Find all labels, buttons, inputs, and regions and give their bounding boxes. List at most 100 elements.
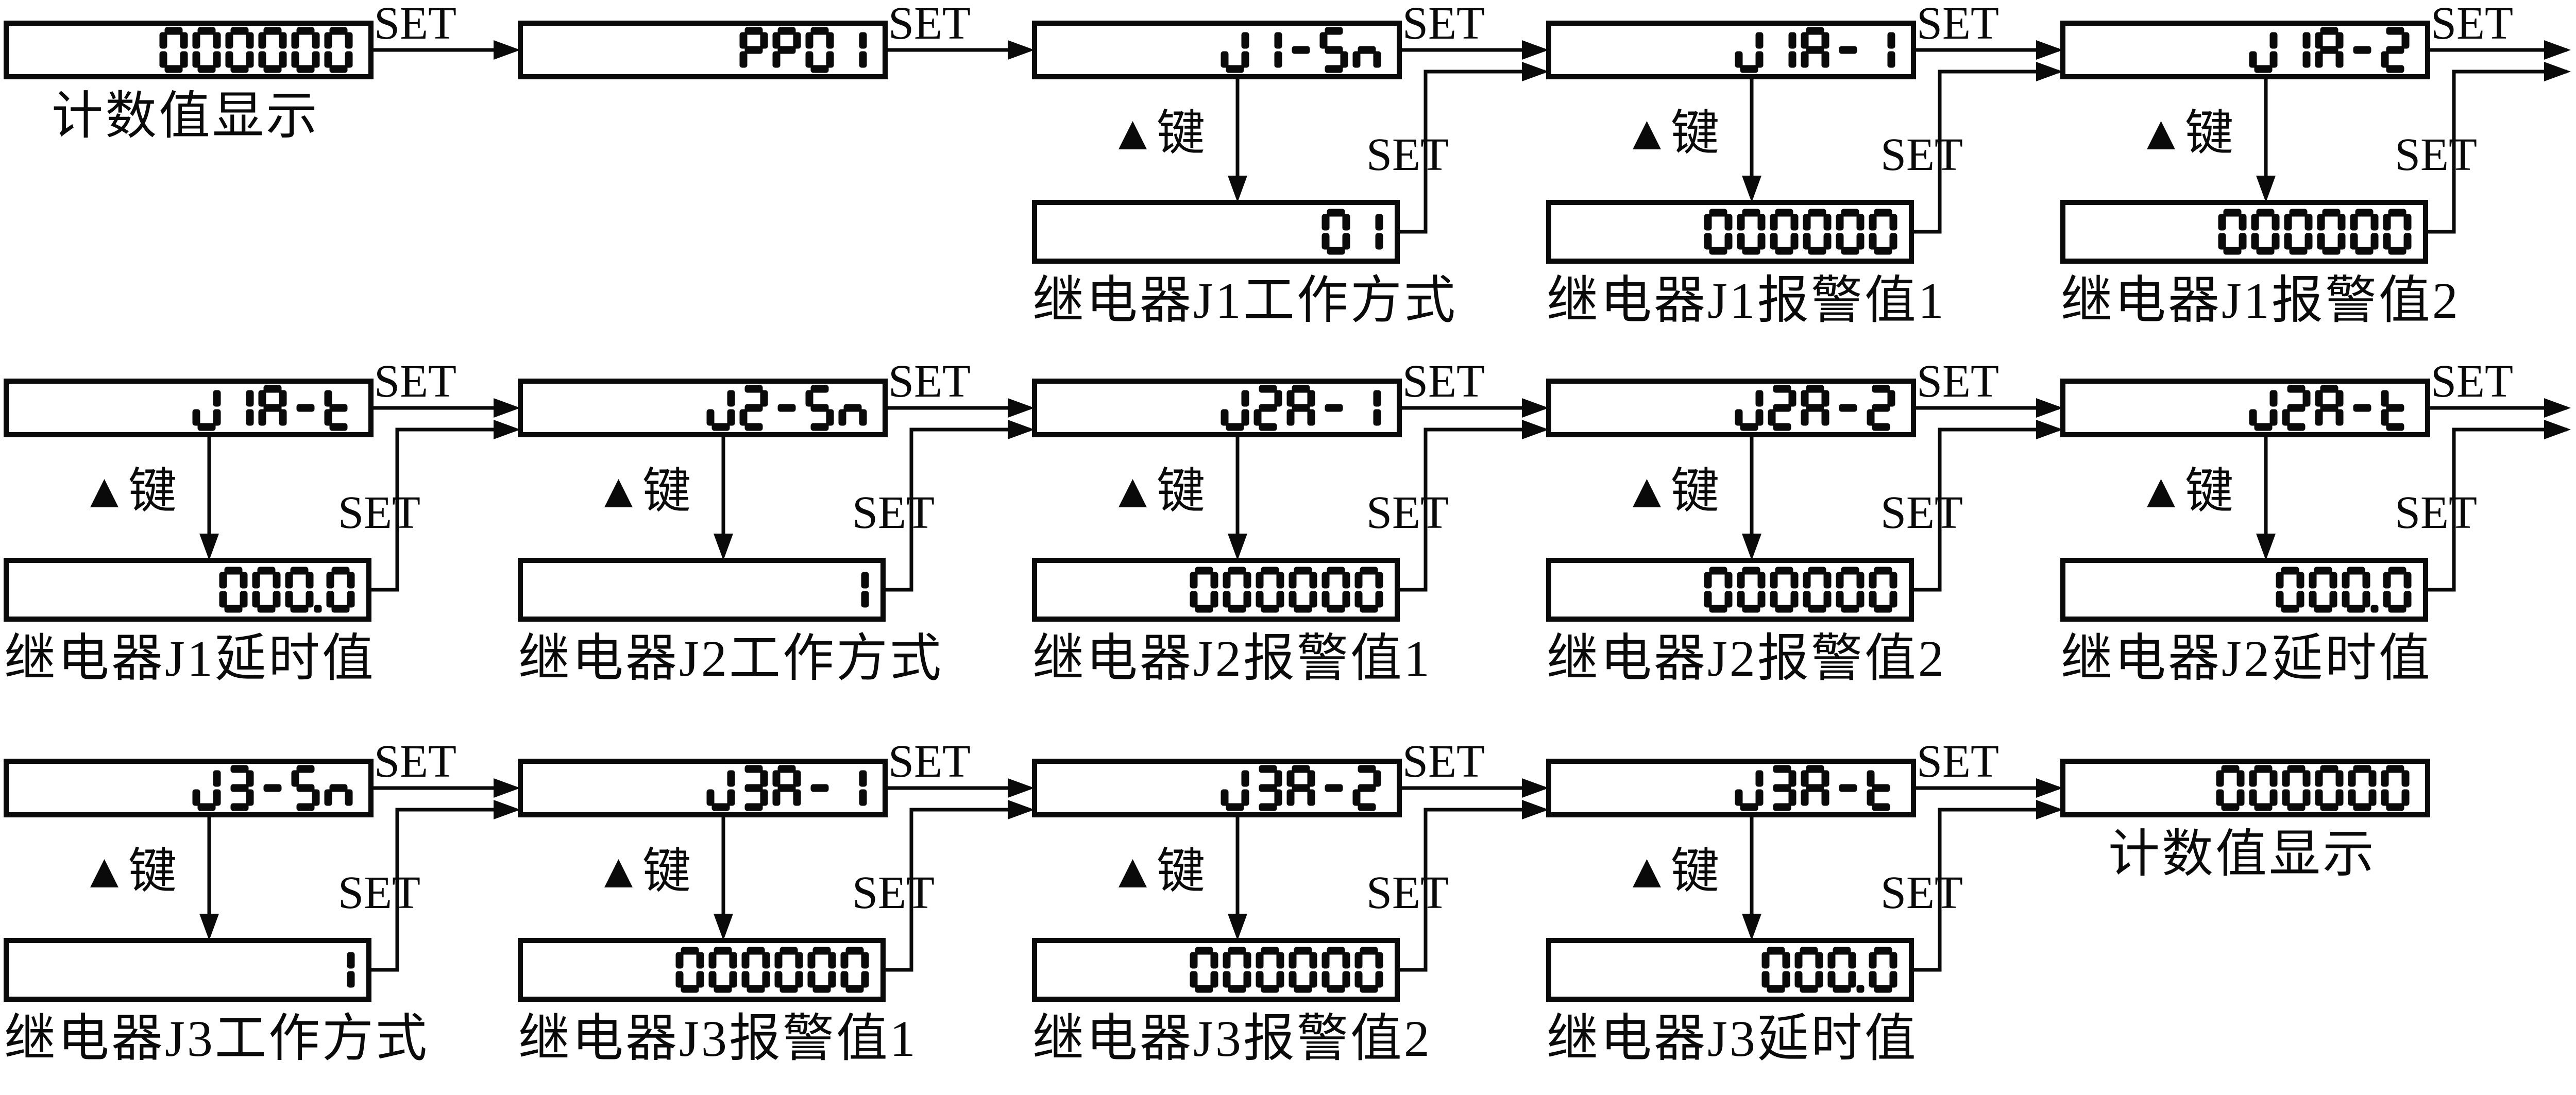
arrow-head bbox=[2036, 62, 2063, 81]
set-label: SET bbox=[1402, 356, 1485, 407]
value-code bbox=[1190, 947, 1383, 993]
step-caption: 继电器J1报警值1 bbox=[1547, 272, 1946, 329]
value-display bbox=[1032, 200, 1400, 264]
display-code bbox=[159, 27, 353, 73]
step-caption: 继电器J1工作方式 bbox=[1032, 272, 1458, 329]
arrow-head bbox=[1008, 800, 1035, 819]
arrow-head bbox=[1008, 40, 1035, 60]
step-caption: 计数值显示 bbox=[52, 88, 319, 145]
value-display bbox=[518, 938, 886, 1002]
value-code bbox=[347, 952, 355, 988]
value-display bbox=[1546, 938, 1914, 1002]
display-code bbox=[2216, 765, 2410, 811]
display-frame bbox=[518, 379, 888, 437]
set-label: SET bbox=[888, 736, 971, 787]
set-return-label: SET bbox=[338, 487, 420, 538]
set-return-line bbox=[1911, 70, 2059, 234]
main-display bbox=[1546, 759, 1916, 817]
arrow-head bbox=[2256, 534, 2276, 560]
menu-step: 计数值显示 bbox=[2060, 759, 2430, 883]
main-display bbox=[4, 379, 374, 437]
arrow-head bbox=[1742, 176, 1761, 202]
arrow-head bbox=[1522, 800, 1549, 819]
step-caption: 继电器J3工作方式 bbox=[4, 1010, 429, 1067]
arrow-head bbox=[1522, 778, 1549, 798]
set-label: SET bbox=[1917, 356, 1999, 407]
arrow-head bbox=[494, 778, 520, 798]
arrow-head bbox=[1228, 176, 1247, 202]
value-code bbox=[1704, 209, 1897, 255]
up-key-label: ▲键 bbox=[2137, 107, 2233, 160]
arrow-head bbox=[714, 914, 733, 940]
display-frame bbox=[1032, 759, 1402, 817]
set-return-line bbox=[1397, 427, 1545, 592]
main-display bbox=[1032, 379, 1402, 437]
display-code bbox=[1221, 385, 1381, 431]
arrow-head bbox=[494, 40, 520, 60]
set-return-label: SET bbox=[338, 867, 420, 918]
arrow-head bbox=[2036, 778, 2063, 798]
set-return-line bbox=[369, 427, 516, 592]
arrow-head bbox=[2544, 62, 2571, 81]
step-caption: 继电器J3报警值2 bbox=[1032, 1010, 1432, 1067]
arrow-head bbox=[494, 800, 520, 819]
display-code bbox=[192, 385, 348, 431]
display-code bbox=[1735, 27, 1895, 73]
value-code bbox=[1704, 567, 1897, 613]
arrow-head bbox=[1008, 420, 1035, 439]
display-frame bbox=[1546, 21, 1916, 79]
set-label: SET bbox=[888, 0, 971, 49]
set-return-label: SET bbox=[1366, 129, 1449, 180]
set-return-line bbox=[2426, 70, 2567, 234]
display-frame bbox=[2060, 379, 2430, 437]
step-caption: 继电器J2报警值1 bbox=[1032, 630, 1432, 687]
value-frame bbox=[4, 938, 371, 1002]
value-code bbox=[861, 572, 869, 608]
set-return-label: SET bbox=[852, 867, 935, 918]
set-label: SET bbox=[374, 0, 456, 49]
arrow-head bbox=[1522, 420, 1549, 439]
step-caption: 继电器J3报警值1 bbox=[518, 1010, 918, 1067]
arrow-head bbox=[2544, 40, 2571, 60]
main-display bbox=[1032, 759, 1402, 817]
set-return-label: SET bbox=[1880, 487, 1963, 538]
set-return-label: SET bbox=[1366, 487, 1449, 538]
value-frame bbox=[1546, 938, 1914, 1002]
value-display bbox=[4, 558, 371, 622]
display-code bbox=[1735, 385, 1895, 431]
main-display bbox=[2060, 21, 2430, 79]
value-frame bbox=[4, 558, 371, 622]
arrow-head bbox=[494, 420, 520, 439]
value-code bbox=[219, 567, 355, 613]
up-key-label: ▲键 bbox=[1623, 845, 1719, 898]
arrow-head bbox=[1228, 914, 1247, 940]
arrow-head bbox=[1742, 534, 1761, 560]
value-code bbox=[1321, 209, 1383, 255]
display-frame bbox=[2060, 21, 2430, 79]
value-frame bbox=[2060, 200, 2428, 264]
main-display bbox=[1032, 21, 1402, 79]
display-frame bbox=[2060, 759, 2430, 817]
display-code bbox=[706, 765, 867, 811]
arrow-head bbox=[1008, 778, 1035, 798]
arrow-head bbox=[1522, 398, 1549, 418]
display-code bbox=[739, 27, 867, 73]
value-display bbox=[1032, 558, 1400, 622]
step-caption: 计数值显示 bbox=[2108, 826, 2376, 883]
main-display bbox=[4, 21, 374, 79]
set-label: SET bbox=[888, 356, 971, 407]
display-code bbox=[2249, 385, 2404, 431]
set-return-line bbox=[1911, 427, 2059, 592]
display-code bbox=[1221, 765, 1381, 811]
up-key-label: ▲键 bbox=[1623, 107, 1719, 160]
